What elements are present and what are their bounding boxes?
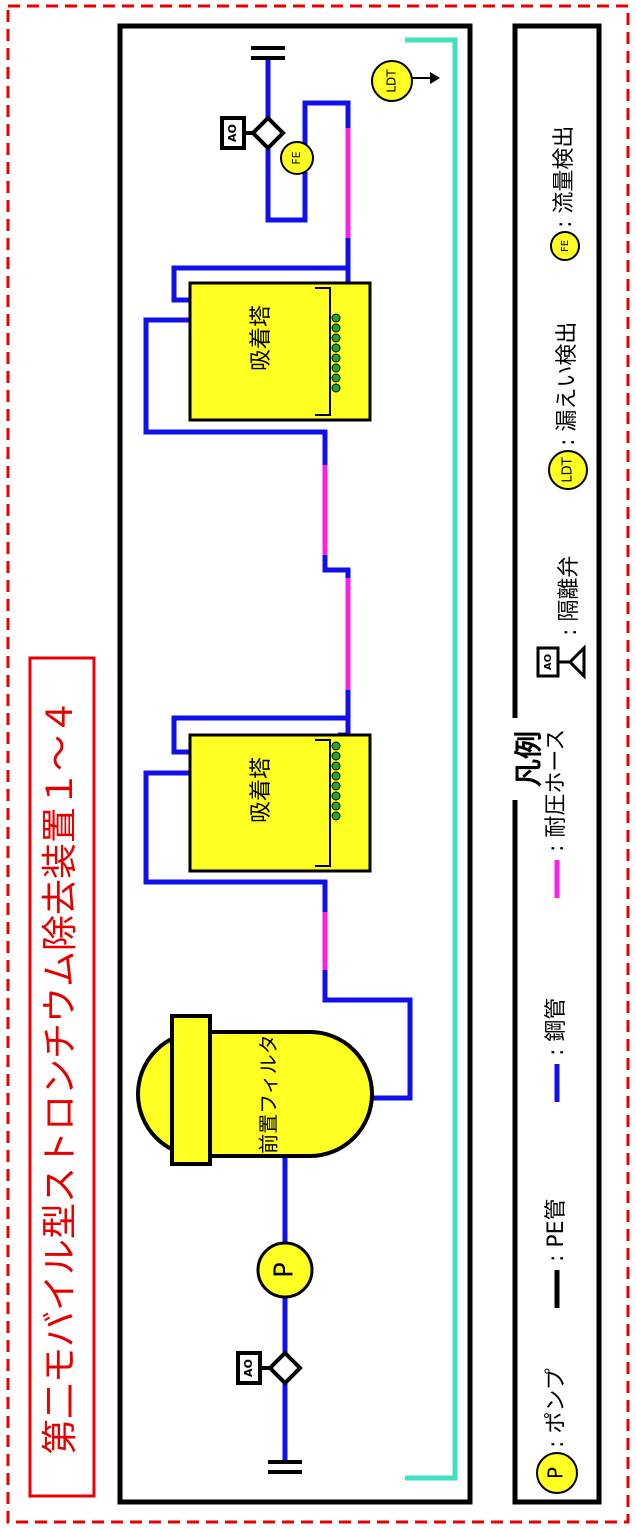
- svg-text:P: P: [270, 1262, 300, 1278]
- svg-text:: 耐圧ホース: : 耐圧ホース: [544, 729, 569, 852]
- drain-line: [405, 37, 458, 1481]
- outer-dashed-frame: [6, 4, 630, 1524]
- outlet-isolation-valve[interactable]: AO: [220, 115, 286, 151]
- mid-pipe-lower: [143, 317, 328, 465]
- svg-text:: 漏えい検出: : 漏えい検出: [555, 322, 580, 446]
- legend-title-group: 凡例: [505, 718, 555, 800]
- legend-title: 凡例: [512, 731, 545, 787]
- svg-text:: 流量検出: : 流量検出: [552, 126, 577, 228]
- adsorber-1-label: 吸着塔: [249, 757, 274, 823]
- legend-ldt-icon: [548, 450, 588, 490]
- svg-text:LDT: LDT: [561, 457, 576, 482]
- flow-element-icon: [280, 141, 314, 175]
- legend-valve-icon: AO: [536, 644, 586, 680]
- outlet-pipe: [302, 100, 351, 145]
- svg-text:: 隔離弁: : 隔離弁: [557, 556, 582, 636]
- valve-icon: [250, 115, 286, 151]
- leak-detector-icon: [371, 60, 413, 102]
- svg-text:: 鋼管: : 鋼管: [544, 998, 569, 1056]
- adsorber-2-label: 吸着塔: [249, 305, 274, 371]
- legend-item-leak-detection: LDT : 漏えい検出: [548, 322, 588, 490]
- svg-text:: ポンプ: : ポンプ: [544, 1368, 569, 1448]
- legend-item-pressure-hose: : 耐圧ホース: [544, 729, 569, 898]
- prefilter-outlet-pipe: [322, 970, 413, 1101]
- inlet-isolation-valve[interactable]: AO: [236, 1350, 303, 1386]
- svg-text:AO: AO: [226, 124, 239, 142]
- title-text: 第二モバイル型ストロンチウム除去装置１～４: [40, 699, 81, 1455]
- svg-text:P: P: [544, 1467, 568, 1479]
- adsorber-1-media: [331, 741, 341, 821]
- adsorber1-inlet-pipe: [143, 770, 328, 912]
- legend-item-steel-pipe: : 鋼管: [544, 998, 569, 1102]
- flow-element[interactable]: FE: [280, 141, 314, 175]
- svg-text:FE: FE: [560, 240, 571, 252]
- title-box: [28, 656, 96, 1498]
- prefilter-flange: [170, 1014, 212, 1166]
- prefilter-label: 前置フィルタ: [257, 1034, 281, 1154]
- mid-pipe-upper: [322, 555, 351, 578]
- legend-pump-icon: [536, 1452, 578, 1494]
- legend-item-flow-detection: FE : 流量検出: [550, 126, 580, 261]
- svg-text:: PE管: : PE管: [544, 1198, 569, 1262]
- legend-item-isolation-valve: AO : 隔離弁: [536, 556, 586, 680]
- pump[interactable]: P: [256, 1241, 314, 1299]
- legend-item-pe-pipe: : PE管: [544, 1198, 569, 1308]
- adsorber-2-bracket: [315, 287, 331, 416]
- adsorber-2-vessel: [188, 281, 372, 422]
- adsorber-tower-1[interactable]: 吸着塔: [188, 733, 372, 873]
- adsorber-2-media: [331, 313, 341, 393]
- svg-text:AO: AO: [543, 654, 554, 670]
- valve-icon: [267, 1350, 303, 1386]
- svg-text:FE: FE: [290, 151, 303, 164]
- pump-icon: [256, 1241, 314, 1299]
- legend-item-pump: P : ポンプ: [536, 1368, 578, 1494]
- adsorber-tower-2[interactable]: 吸着塔: [188, 281, 372, 422]
- leak-detector[interactable]: LDT: [371, 60, 440, 102]
- adsorber-1-vessel: [188, 733, 372, 873]
- legend-fe-icon: [550, 231, 580, 261]
- svg-text:LDT: LDT: [385, 69, 399, 93]
- svg-text:AO: AO: [242, 1359, 255, 1377]
- prefilter[interactable]: 前置フィルタ: [136, 1014, 374, 1166]
- adsorber-1-bracket: [315, 739, 331, 867]
